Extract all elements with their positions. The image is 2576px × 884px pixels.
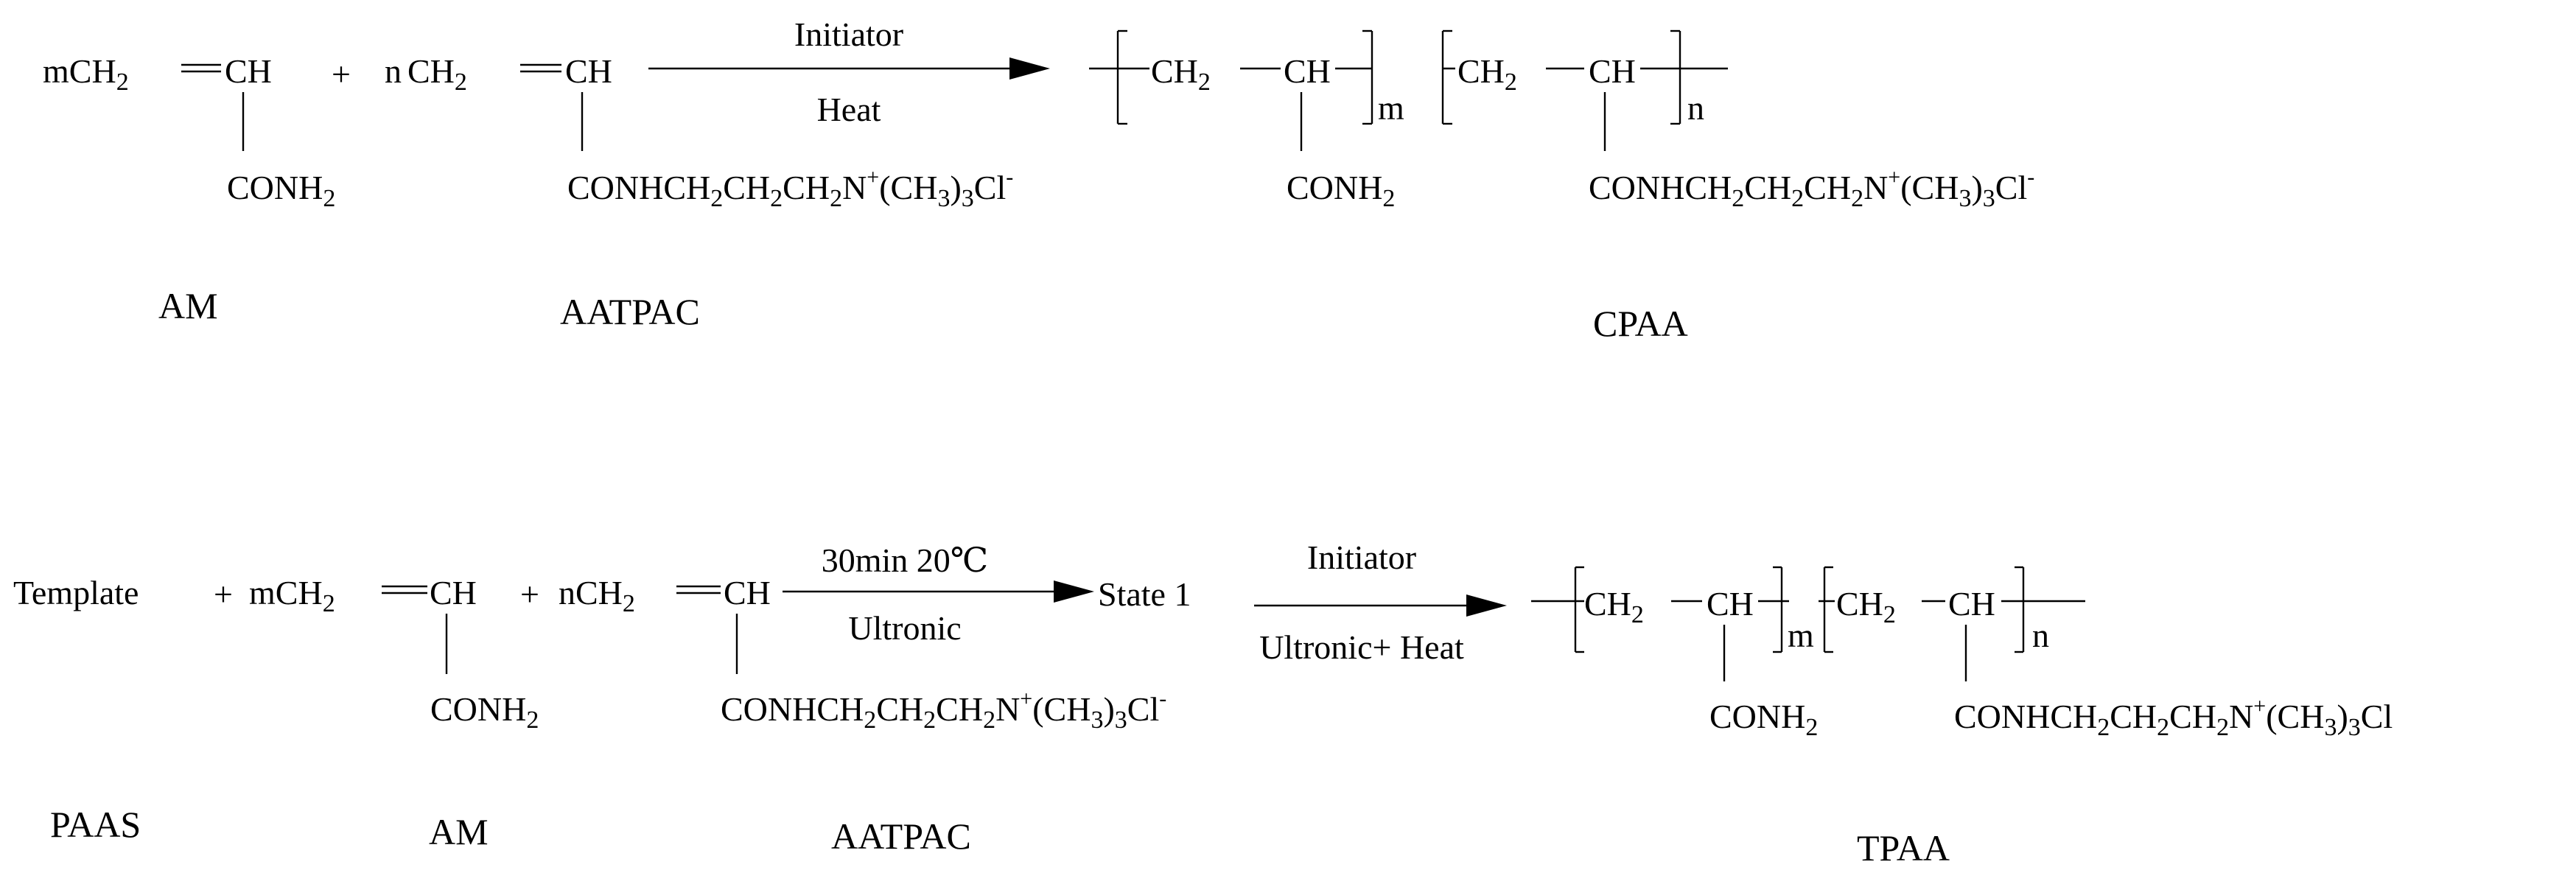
label-cpaa: CPAA (1593, 303, 1688, 344)
plus-sign: + (520, 575, 539, 613)
plus-sign: + (332, 55, 351, 93)
label-am: AM (158, 285, 218, 326)
ch-group: CH (1707, 585, 1754, 622)
ch-group: CH (225, 52, 272, 90)
arrow-condition-top: Initiator (1307, 539, 1416, 576)
intermediate-state: State 1 (1098, 575, 1191, 613)
conh2-group: CONH2 (1709, 698, 1818, 741)
conh2-group: CONH2 (1287, 169, 1395, 212)
ch-group: CH (724, 574, 771, 611)
ch2-group: CH2 (1457, 52, 1517, 96)
am-monomer-formula: mCH2 (43, 52, 129, 96)
arrow-head (1009, 57, 1050, 80)
arrow-head (1466, 594, 1507, 617)
arrow-head (1054, 580, 1094, 603)
ch2-group: CH2 (1151, 52, 1211, 96)
ch-group: CH (430, 574, 477, 611)
ch-group: CH (1948, 585, 1995, 622)
arrow-condition-top: Initiator (794, 15, 903, 53)
arrow-condition-bottom: Heat (817, 91, 881, 128)
aatpac-side-chain: CONHCH2CH2CH2N+(CH3)3Cl (1954, 694, 2393, 741)
product-polymer: CH2 CH CONH2 m CH2 CH CONHCH2CH2CH2N+(CH… (1089, 29, 2034, 212)
arrow-condition-bottom: Ultronic+ Heat (1259, 628, 1464, 666)
arrow-condition-top: 30min 20℃ (822, 541, 989, 579)
product-polymer: CH2 CH CONH2 m CH2 CH CONHCH2CH2CH2N+(CH… (1531, 566, 2393, 741)
arrow-condition-bottom: Ultronic (848, 609, 961, 647)
aatpac-side-chain: CONHCH2CH2CH2N+(CH3)3Cl- (721, 687, 1166, 734)
repeat-subscript-m: m (1378, 89, 1404, 127)
conh2-group: CONH2 (227, 169, 335, 212)
label-am: AM (429, 811, 489, 852)
repeat-subscript-n: n (2032, 617, 2049, 654)
aatpac-monomer-formula: nCH2 (559, 574, 635, 617)
plus-sign: + (214, 575, 233, 613)
aatpac-side-chain: CONHCH2CH2CH2N+(CH3)3Cl- (567, 165, 1013, 212)
template-reagent: Template (13, 574, 139, 611)
label-aatpac: AATPAC (831, 815, 971, 857)
ch-group: CH (565, 52, 612, 90)
label-paas: PAAS (50, 804, 141, 845)
ch-group: CH (1589, 52, 1636, 90)
aatpac-side-chain: CONHCH2CH2CH2N+(CH3)3Cl- (1589, 165, 2034, 212)
label-tpaa: TPAA (1857, 827, 1950, 869)
label-aatpac: AATPAC (560, 291, 700, 332)
repeat-subscript-m: m (1788, 617, 1814, 654)
am-monomer-formula: mCH2 (249, 574, 335, 617)
ch2-group: CH2 (1584, 585, 1644, 628)
repeat-subscript-n: n (1687, 89, 1704, 127)
ch-group: CH (1284, 52, 1331, 90)
reaction-2: Template + mCH2 CH CONH2 + nCH2 CH CONHC… (13, 539, 2393, 869)
conh2-group: CONH2 (430, 690, 539, 734)
ch2-group: CH2 (1836, 585, 1896, 628)
